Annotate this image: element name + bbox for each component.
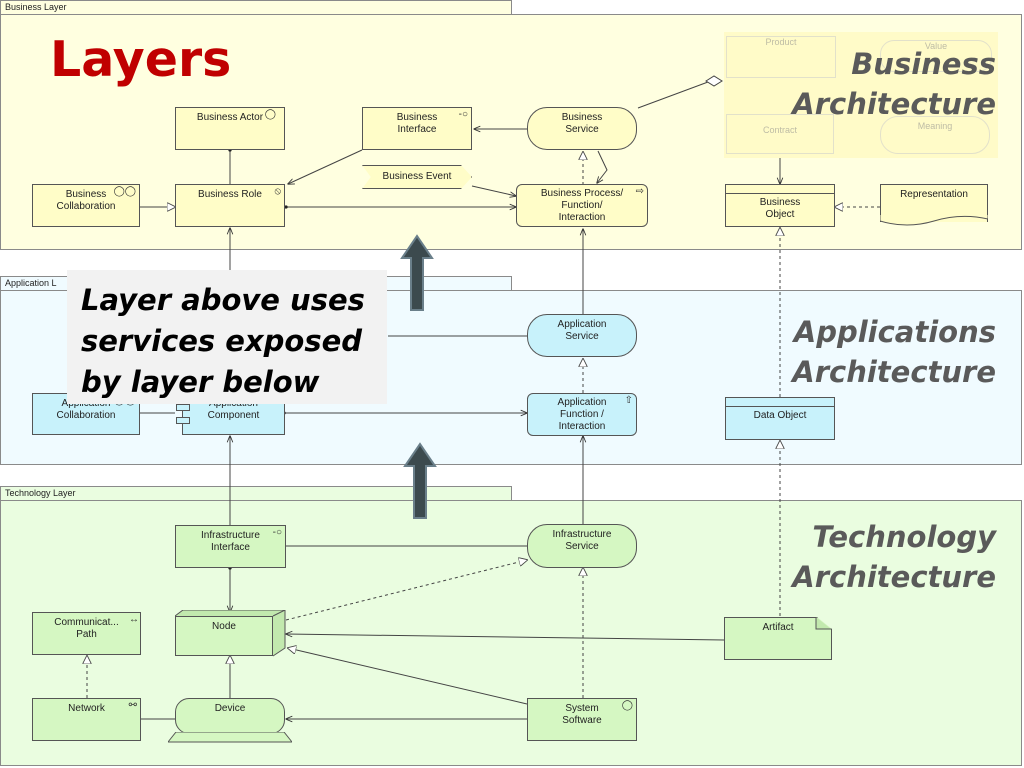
interface-icon: -○ (272, 527, 282, 538)
up-arrow-business (400, 234, 434, 311)
network[interactable]: Network ⚯ (32, 698, 141, 741)
application-service[interactable]: Application Service (527, 314, 637, 357)
business-object-header (726, 193, 834, 194)
business-actor-label: Business Actor (196, 112, 264, 123)
business-process-line2: Function/ (561, 200, 603, 211)
faded-product: Product (726, 36, 836, 78)
applications-architecture-line1: Applications (793, 315, 996, 349)
communication-path-icon: ↔ (129, 614, 139, 625)
business-event-label: Business Event (382, 171, 452, 182)
application-component-line2: Component (207, 410, 260, 421)
system-software-line1: System (565, 703, 599, 714)
business-service-line2: Service (565, 124, 599, 135)
business-object[interactable]: Business Object (725, 184, 835, 227)
faded-value: Value (880, 40, 992, 72)
business-process-line1: Business Process/ (540, 188, 624, 199)
business-architecture-line2: Architecture (792, 87, 996, 121)
data-object-header (726, 406, 834, 407)
infrastructure-interface-line2: Interface (211, 542, 250, 553)
faded-contract: Contract (726, 114, 834, 154)
business-collaboration-line1: Business (65, 189, 107, 200)
business-architecture-line1: Business (851, 47, 996, 81)
node-front[interactable]: Node (175, 616, 273, 656)
process-arrow-icon: ⇨ (635, 186, 644, 197)
business-process-line3: Interaction (558, 212, 606, 223)
business-role[interactable]: Business Role ⦸ (175, 184, 285, 227)
infrastructure-interface-line1: Infrastructure (201, 530, 260, 541)
role-icon: ⦸ (274, 186, 281, 197)
network-icon: ⚯ (128, 700, 137, 711)
business-service[interactable]: Business Service (527, 107, 637, 150)
artifact[interactable]: Artifact (724, 617, 832, 660)
application-service-line1: Application (557, 319, 607, 330)
component-tab-bottom (176, 417, 190, 424)
slide-title: Layers (50, 31, 232, 88)
system-software[interactable]: System Software ◯ (527, 698, 637, 741)
interface-icon: -○ (458, 109, 468, 120)
applications-architecture-line2: Architecture (792, 355, 996, 389)
business-actor[interactable]: Business Actor ◯ (175, 107, 285, 150)
representation-wave (880, 215, 988, 226)
callout-text: Layer above uses services exposed by lay… (67, 270, 387, 404)
infrastructure-service-line1: Infrastructure (552, 529, 612, 540)
technology-architecture-line1: Technology (812, 520, 996, 554)
application-function[interactable]: Application Function / Interaction ⇧ (527, 393, 637, 436)
application-function-line3: Interaction (558, 421, 606, 432)
business-role-label: Business Role (198, 189, 262, 200)
system-software-icon: ◯ (621, 700, 633, 711)
faded-product-group (724, 32, 998, 158)
business-object-line2: Object (765, 209, 795, 220)
business-object-line1: Business (759, 197, 801, 208)
system-software-line2: Software (562, 715, 602, 726)
device-base (168, 732, 292, 743)
business-interface-line1: Business (396, 112, 438, 123)
faded-meaning: Meaning (880, 116, 990, 154)
business-architecture-label: Business Architecture (792, 44, 996, 124)
node-label-front: Node (212, 621, 236, 632)
collaboration-icon: ◯◯ (113, 186, 136, 197)
business-service-line1: Business (561, 112, 603, 123)
actor-icon: ◯ (264, 109, 276, 120)
infrastructure-interface[interactable]: Infrastructure Interface -○ (175, 525, 286, 568)
communication-path-line1: Communicat... (54, 617, 119, 628)
application-function-line2: Function / (560, 409, 604, 420)
applications-architecture-label: Applications Architecture (792, 312, 996, 392)
communication-path[interactable]: Communicat... Path ↔ (32, 612, 141, 655)
business-interface[interactable]: Business Interface -○ (362, 107, 472, 150)
business-process[interactable]: Business Process/ Function/ Interaction … (516, 184, 648, 227)
device-label: Device (214, 703, 246, 714)
function-icon: ⇧ (624, 395, 633, 406)
representation-label: Representation (900, 189, 968, 200)
business-event[interactable]: Business Event (362, 165, 472, 189)
infrastructure-service-line2: Service (565, 541, 599, 552)
device[interactable]: Device (175, 698, 285, 734)
component-tab-top (176, 404, 190, 411)
artifact-fold (815, 617, 831, 630)
technology-architecture-label: Technology Architecture (792, 517, 996, 597)
technology-layer (0, 500, 1022, 766)
application-service-line2: Service (565, 331, 599, 342)
aggregation-diamond (705, 75, 723, 87)
business-interface-line2: Interface (397, 124, 437, 135)
network-label: Network (68, 703, 105, 714)
communication-path-line2: Path (76, 629, 97, 640)
application-function-line1: Application (557, 397, 607, 408)
up-arrow-application (403, 442, 437, 519)
infrastructure-service[interactable]: Infrastructure Service (527, 524, 637, 568)
artifact-label: Artifact (762, 622, 794, 633)
business-collaboration[interactable]: Business Collaboration ◯◯ (32, 184, 140, 227)
business-collaboration-line2: Collaboration (56, 201, 116, 212)
application-collaboration-line2: Collaboration (56, 410, 116, 421)
data-object-label: Data Object (753, 410, 807, 421)
data-object[interactable]: Data Object (725, 397, 835, 440)
technology-architecture-line2: Architecture (792, 560, 996, 594)
